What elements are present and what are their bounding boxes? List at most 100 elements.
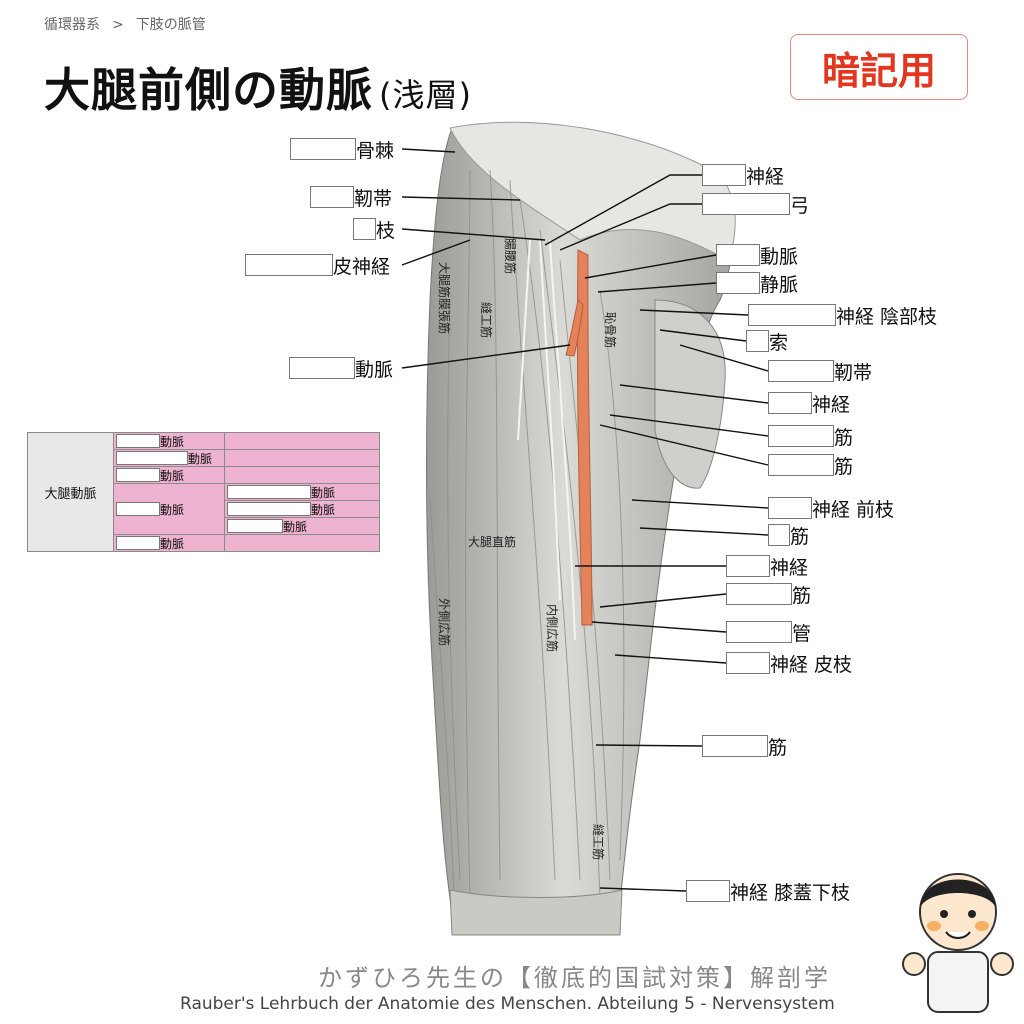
label-right-9: 筋 <box>768 423 853 449</box>
label-suffix: 筋 <box>834 455 854 478</box>
page-title: 大腿前側の動脈(浅層) <box>44 54 472 120</box>
answer-blank[interactable] <box>353 218 376 240</box>
leader-line <box>599 887 687 892</box>
label-suffix: 神経 <box>770 556 809 579</box>
answer-blank[interactable] <box>716 272 760 294</box>
subrow-suffix: 動脈 <box>311 502 336 517</box>
label-suffix: 動脈 <box>355 358 394 381</box>
answer-blank[interactable] <box>702 735 768 757</box>
leader-line <box>401 196 521 201</box>
label-right-10: 筋 <box>768 452 853 478</box>
answer-blank[interactable] <box>702 164 746 186</box>
leader-line <box>599 424 769 466</box>
breadcrumb-separator: > <box>112 17 124 33</box>
label-suffix: 索 <box>769 331 789 354</box>
footer-source-credit: Rauber's Lehrbuch der Anatomie des Mensc… <box>180 994 835 1014</box>
label-suffix: 筋 <box>792 584 812 607</box>
label-left-2: 靭帯 <box>310 184 392 210</box>
label-suffix: 神経 <box>746 165 785 188</box>
leader-line <box>619 384 769 404</box>
femoral-artery <box>576 249 593 626</box>
label-suffix: 管 <box>792 622 812 645</box>
answer-blank[interactable] <box>227 519 283 533</box>
answer-blank[interactable] <box>746 330 769 352</box>
label-left-3: 枝 <box>353 216 395 242</box>
answer-blank[interactable] <box>116 451 188 465</box>
answer-blank[interactable] <box>116 536 160 550</box>
deep-branch <box>565 298 584 357</box>
leader-line <box>544 174 702 246</box>
label-suffix: 神経 前枝 <box>812 498 895 521</box>
answer-blank[interactable] <box>289 357 355 379</box>
leader-line <box>401 228 546 241</box>
answer-blank[interactable] <box>245 254 333 276</box>
label-right-15: 管 <box>726 619 811 645</box>
label-right-13: 神経 <box>726 553 808 579</box>
muscle-label-tfl: 大腿筋膜張筋 <box>437 262 452 334</box>
answer-blank[interactable] <box>726 652 770 674</box>
leader-line <box>599 593 727 608</box>
leader-line <box>591 621 727 633</box>
leader-line <box>401 239 471 266</box>
answer-blank[interactable] <box>227 502 311 516</box>
answer-blank[interactable] <box>768 392 812 414</box>
label-right-1: 神経 <box>702 162 784 188</box>
breadcrumb-page[interactable]: 下肢の脈管 <box>135 17 206 33</box>
answer-blank[interactable] <box>726 555 770 577</box>
answer-blank[interactable] <box>768 454 834 476</box>
label-left-5: 動脈 <box>289 355 393 381</box>
label-suffix: 靭帯 <box>354 187 393 210</box>
answer-blank[interactable] <box>768 425 834 447</box>
answer-blank[interactable] <box>116 434 160 448</box>
label-right-4: 静脈 <box>716 270 798 296</box>
label-suffix: 神経 陰部枝 <box>836 305 938 328</box>
label-right-7: 靭帯 <box>768 358 872 384</box>
table-subrow: 動脈 <box>225 518 379 534</box>
answer-blank[interactable] <box>116 502 160 516</box>
answer-blank[interactable] <box>768 497 812 519</box>
thigh-silhouette <box>425 125 732 931</box>
label-right-12: 筋 <box>768 522 809 548</box>
leader-line <box>614 654 727 664</box>
label-suffix: 筋 <box>768 736 788 759</box>
label-suffix: 筋 <box>790 525 810 548</box>
answer-blank[interactable] <box>116 468 160 482</box>
muscle-label-sartorius: 縫工筋 <box>479 302 494 338</box>
leader-line <box>401 344 571 369</box>
muscle-label-pectineus: 恥骨筋 <box>603 312 618 348</box>
label-right-18: 神経 膝蓋下枝 <box>686 878 850 904</box>
breadcrumb-section[interactable]: 循環器系 <box>44 17 100 33</box>
leader-line <box>639 309 749 316</box>
label-suffix: 筋 <box>834 426 854 449</box>
answer-blank[interactable] <box>726 621 792 643</box>
label-suffix: 神経 皮枝 <box>770 653 853 676</box>
table-row: 動脈 <box>114 433 224 449</box>
leader-line <box>659 329 747 342</box>
label-suffix: 神経 <box>812 393 851 416</box>
leader-line <box>631 499 769 509</box>
label-suffix: 骨棘 <box>356 139 395 162</box>
label-suffix: 動脈 <box>760 245 799 268</box>
answer-blank[interactable] <box>716 244 760 266</box>
label-right-5: 神経 陰部枝 <box>748 302 937 328</box>
label-right-11: 神経 前枝 <box>768 495 894 521</box>
answer-blank[interactable] <box>768 524 790 546</box>
label-right-2: 弓 <box>702 191 809 217</box>
answer-blank[interactable] <box>726 583 792 605</box>
label-left-4: 皮神経 <box>245 252 390 278</box>
row-suffix: 動脈 <box>160 502 185 517</box>
leader-line <box>597 282 717 293</box>
table-row: 動脈 <box>114 501 224 517</box>
muscle-label-vastus-lateralis: 外側広筋 <box>437 598 452 646</box>
label-suffix: 皮神経 <box>333 255 391 278</box>
answer-blank[interactable] <box>748 304 836 326</box>
breadcrumb: 循環器系 > 下肢の脈管 <box>44 14 206 34</box>
answer-blank[interactable] <box>702 193 790 215</box>
answer-blank[interactable] <box>768 360 834 382</box>
answer-blank[interactable] <box>290 138 356 160</box>
label-suffix: 神経 膝蓋下枝 <box>730 881 851 904</box>
answer-blank[interactable] <box>310 186 354 208</box>
answer-blank[interactable] <box>686 880 730 902</box>
label-suffix: 靭帯 <box>834 361 873 384</box>
answer-blank[interactable] <box>227 485 311 499</box>
